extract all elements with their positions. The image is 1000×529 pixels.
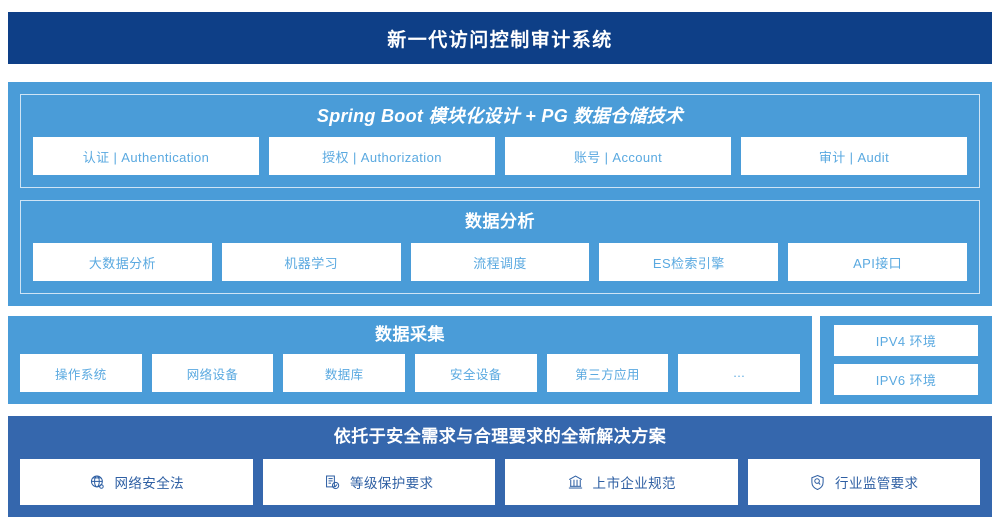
platform-card-account[interactable]: 账号 | Account — [505, 137, 731, 175]
analysis-section-title: 数据分析 — [465, 212, 535, 231]
analysis-card-machine-learning[interactable]: 机器学习 — [221, 243, 401, 281]
page-title: 新一代访问控制审计系统 — [387, 29, 613, 51]
collection-card-network-device[interactable]: 网络设备 — [151, 354, 274, 392]
analysis-card-es-search-engine[interactable]: ES检索引擎 — [599, 243, 779, 281]
platform-card-authentication[interactable]: 认证 | Authentication — [33, 137, 259, 175]
platform-section: Spring Boot 模块化设计 + PG 数据仓储技术 认证 | Authe… — [20, 94, 980, 188]
platform-stack-panel: Spring Boot 模块化设计 + PG 数据仓储技术 认证 | Authe… — [8, 82, 992, 306]
solution-card-classified-protection[interactable]: 等级保护要求 — [262, 459, 495, 505]
globe-icon — [89, 474, 106, 491]
document-check-icon — [324, 474, 341, 491]
collection-card-database[interactable]: 数据库 — [283, 354, 406, 392]
platform-card-row: 认证 | Authentication 授权 | Authorization 账… — [33, 137, 967, 175]
analysis-card-bigdata[interactable]: 大数据分析 — [33, 243, 212, 281]
shield-search-icon — [809, 474, 826, 491]
analysis-card-row: 大数据分析 机器学习 流程调度 ES检索引擎 API接口 — [33, 243, 967, 281]
solution-card-row: 网络安全法 等级保护要求 — [20, 459, 980, 505]
collection-card-third-party-app[interactable]: 第三方应用 — [546, 354, 669, 392]
solution-card-cybersecurity-law[interactable]: 网络安全法 — [20, 459, 253, 505]
solution-card-label: 网络安全法 — [114, 476, 184, 491]
collection-card-more[interactable]: … — [678, 354, 801, 392]
collection-card-row: 操作系统 网络设备 数据库 安全设备 第三方应用 … — [20, 354, 801, 392]
ip-environment-card-ipv6[interactable]: IPV6 环境 — [834, 364, 978, 395]
analysis-card-process-scheduling[interactable]: 流程调度 — [410, 243, 590, 281]
solution-card-label: 行业监管要求 — [835, 476, 919, 491]
solution-card-label: 上市企业规范 — [592, 476, 676, 491]
platform-card-authorization[interactable]: 授权 | Authorization — [269, 137, 495, 175]
page-header: 新一代访问控制审计系统 — [8, 12, 992, 64]
ip-environment-panel: IPV4 环境 IPV6 环境 — [820, 316, 992, 404]
collection-panel: 数据采集 操作系统 网络设备 数据库 安全设备 第三方应用 … — [8, 316, 812, 404]
bank-icon — [567, 474, 584, 491]
solution-section-title: 依托于安全需求与合理要求的全新解决方案 — [333, 427, 667, 446]
collection-section-title: 数据采集 — [375, 325, 445, 344]
solution-panel: 依托于安全需求与合理要求的全新解决方案 网络安全法 — [8, 416, 992, 517]
solution-card-label: 等级保护要求 — [350, 476, 434, 491]
platform-section-title: Spring Boot 模块化设计 + PG 数据仓储技术 — [316, 106, 684, 126]
solution-card-industry-supervision[interactable]: 行业监管要求 — [747, 459, 980, 505]
analysis-section: 数据分析 大数据分析 机器学习 流程调度 ES检索引擎 API接口 — [20, 200, 980, 294]
ip-environment-card-ipv4[interactable]: IPV4 环境 — [834, 325, 978, 356]
platform-card-audit[interactable]: 审计 | Audit — [741, 137, 967, 175]
collection-card-operating-system[interactable]: 操作系统 — [20, 354, 142, 392]
solution-card-listed-company-norms[interactable]: 上市企业规范 — [505, 459, 738, 505]
collection-card-security-device[interactable]: 安全设备 — [415, 354, 537, 392]
analysis-card-api[interactable]: API接口 — [788, 243, 967, 281]
